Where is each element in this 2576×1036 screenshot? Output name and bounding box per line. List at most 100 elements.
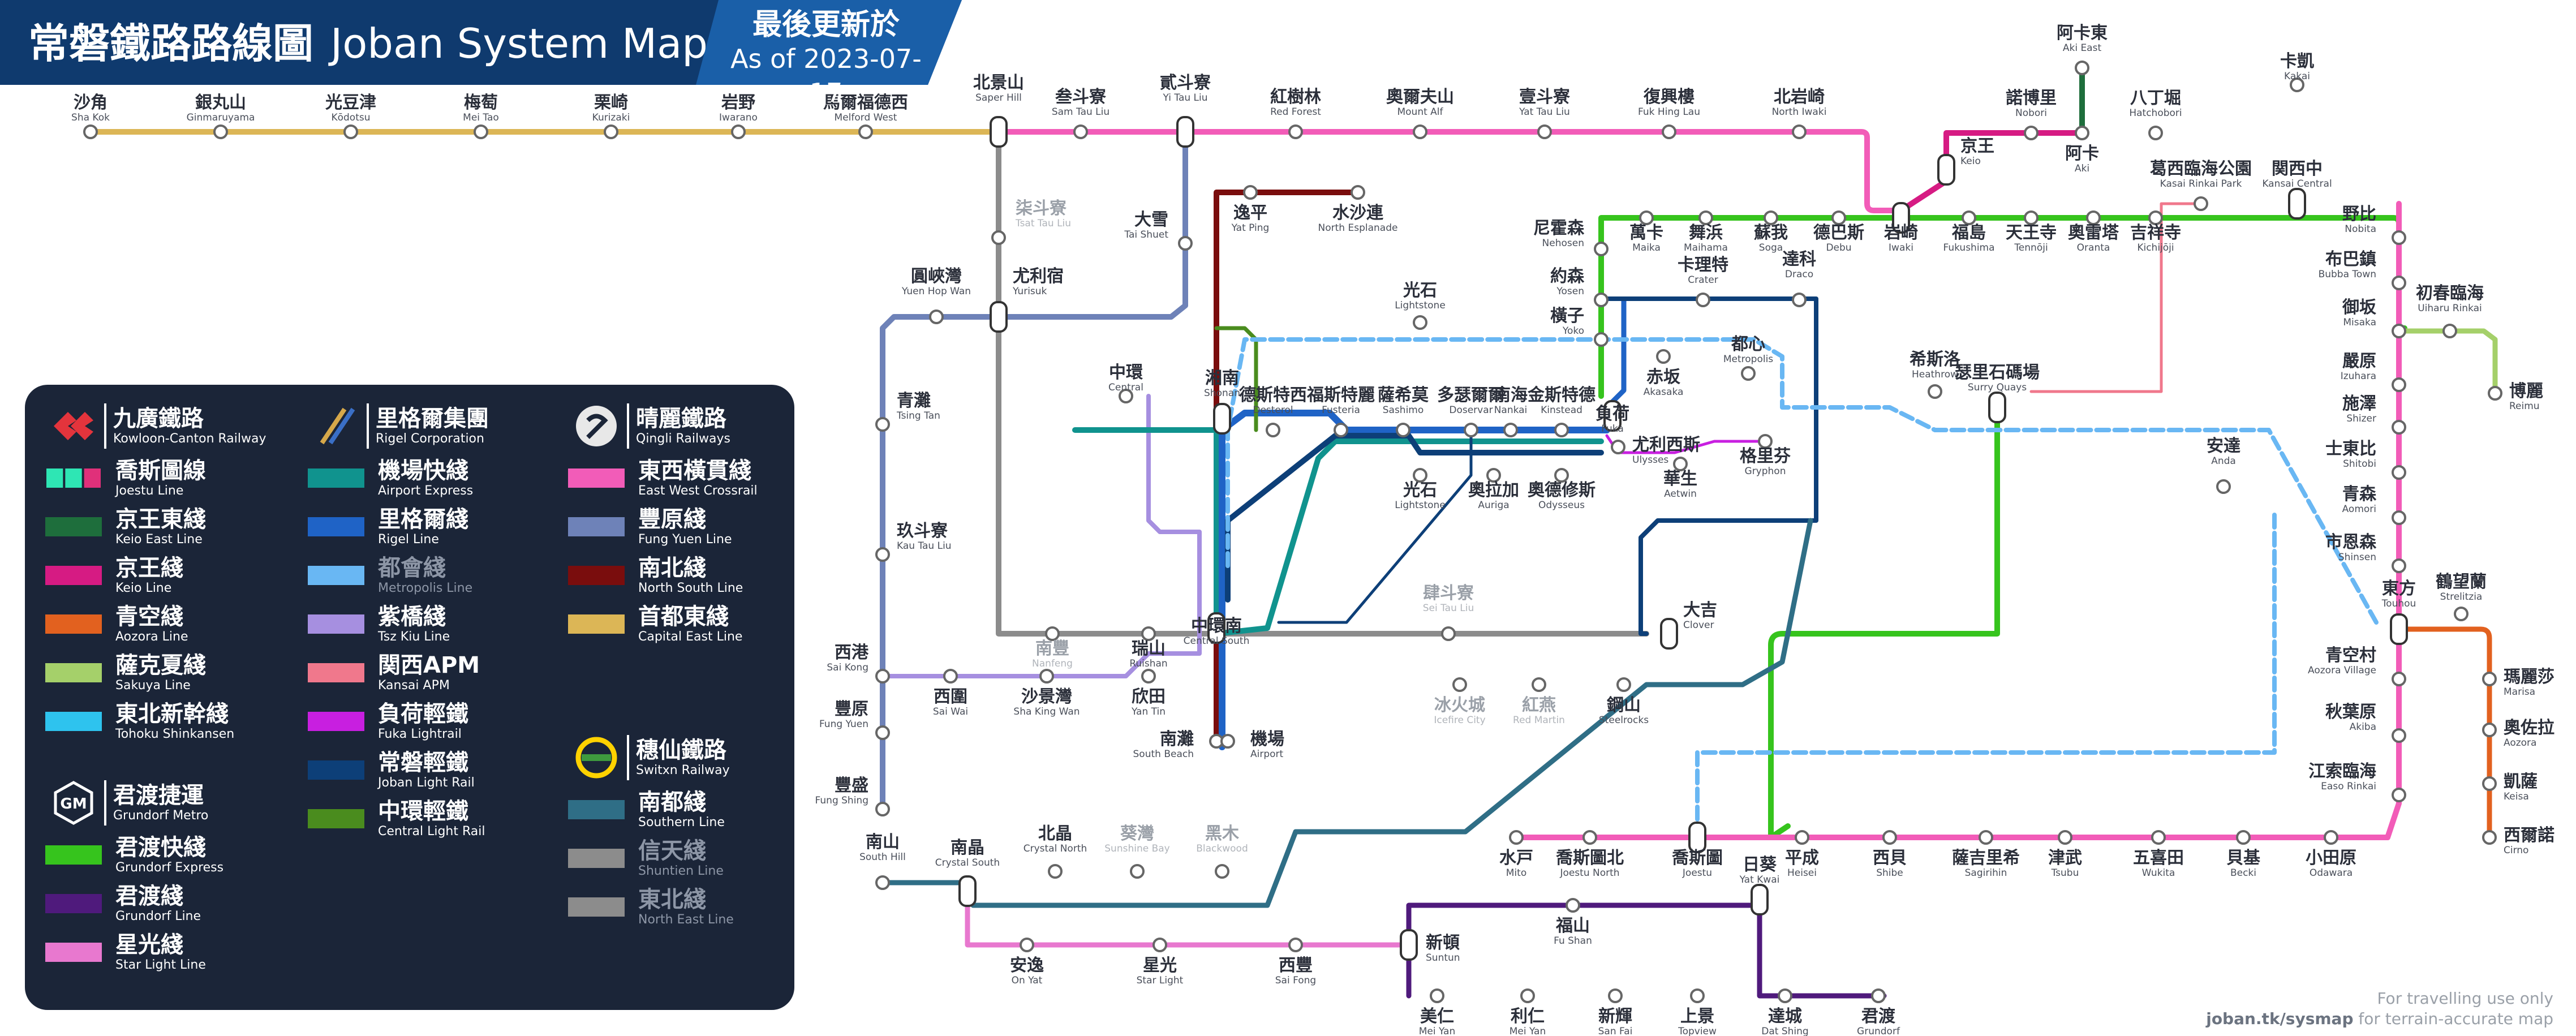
station-southhill[interactable]: 南山South Hill [859, 832, 906, 890]
station-mito[interactable]: 水戸Mito [1499, 830, 1533, 879]
station-easorinkai[interactable]: 江索臨海Easo Rinkai [2308, 762, 2406, 802]
station-wukita[interactable]: 五喜田Wukita [2133, 830, 2184, 879]
station-saikong[interactable]: 西港Sai Kong [827, 643, 890, 683]
station-saitauliu[interactable]: 肆斗寮Sei Tau Liu [1423, 583, 1474, 641]
station-crystalnorth[interactable]: 北晶Crystal North [1023, 824, 1087, 879]
station-keio[interactable]: 京王Keio [1937, 136, 1994, 186]
station-yuenhopwan[interactable]: 圓峽灣Yuen Hop Wan [901, 266, 971, 324]
station-yurisuk[interactable]: 尤利宿Yurisuk [990, 266, 1064, 333]
station-maihama[interactable]: 舞浜Maihama [1684, 210, 1728, 253]
station-shonan[interactable]: 湘南Shonan [1204, 368, 1240, 435]
station-kurizaki[interactable]: 栗崎Kurizaki [592, 93, 630, 139]
station-southbeach[interactable]: 南灘South Beach [1133, 729, 1224, 760]
station-fushan[interactable]: 福山Fu Shan [1554, 898, 1592, 947]
station-ruishan[interactable]: 瑞山Ruishan [1129, 626, 1168, 669]
station-oranta[interactable]: 奧雷塔Oranta [2068, 210, 2119, 253]
station-odawara[interactable]: 小田原Odawara [2306, 830, 2356, 879]
station-heathrow[interactable]: 希斯洛Heathrow [1910, 350, 1961, 399]
station-steelrocks[interactable]: 鋼山Steelrocks [1599, 677, 1649, 726]
station-shizer[interactable]: 施澤Shizer [2342, 394, 2406, 435]
station-yattauliu[interactable]: 壹斗寮Yat Tau Liu [1519, 87, 1571, 139]
station-marisa[interactable]: 瑪麗莎Marisa [2482, 667, 2555, 698]
station-bubbatown[interactable]: 布巴鎮Bubba Town [2319, 250, 2406, 290]
station-doservar[interactable]: 多瑟爾爾Doservar [1437, 385, 1505, 437]
station-fungyuen[interactable]: 豐原Fung Yuen [819, 699, 890, 740]
station-nehosen[interactable]: 尼霍森Nehosen [1533, 218, 1609, 256]
station-nankai[interactable]: 南海Nankai [1494, 385, 1528, 437]
station-blackwood[interactable]: 黑木Blackwood [1196, 824, 1248, 879]
station-heisei[interactable]: 平成Heisei [1785, 830, 1819, 879]
station-crystalsouth[interactable]: 南晶Crystal South [935, 838, 1000, 907]
station-kinstead[interactable]: 金斯特德Kinstead [1527, 385, 1596, 437]
station-metropolis[interactable]: 都心Metropolis [1723, 334, 1773, 381]
station-lightstone[interactable]: 光石Lightstone [1395, 281, 1446, 330]
station-yatkwai[interactable]: 日葵Yat Kwai [1739, 855, 1780, 915]
station-maika[interactable]: 萬卡Maika [1629, 210, 1663, 253]
station-auriga[interactable]: 奧拉加Auriga [1468, 468, 1519, 511]
station-shinsen[interactable]: 市恩森Shinsen [2325, 532, 2406, 573]
station-anda[interactable]: 安達Anda [2207, 436, 2240, 494]
station-airport[interactable]: 機場Airport [1220, 729, 1284, 760]
station-datshing[interactable]: 達城Dat Shing [1761, 988, 1809, 1036]
station-saiwai[interactable]: 西圍Sai Wai [933, 669, 968, 717]
station-samtauliu[interactable]: 叁斗寮Sam Tau Liu [1052, 87, 1109, 139]
station-touhou[interactable]: 東方Touhou [2381, 579, 2416, 645]
station-desterol[interactable]: 德斯特西Desterol [1239, 385, 1307, 437]
station-kichijoji[interactable]: 吉祥寺Kichijōji [2130, 210, 2181, 253]
station-redmartin[interactable]: 紅燕Red Martin [1513, 677, 1565, 726]
station-sagirihin[interactable]: 薩吉里希Sagirihin [1952, 830, 2020, 879]
station-taishuet[interactable]: 大雪Tai Shuet [1124, 210, 1193, 251]
station-iwarano[interactable]: 岩野Iwarano [719, 93, 758, 139]
station-aozoravillage[interactable]: 青空村Aozora Village [2308, 646, 2406, 686]
station-saifong[interactable]: 西豐Sai Fong [1275, 938, 1316, 986]
station-fukushima[interactable]: 福島Fukushima [1943, 210, 1995, 253]
station-kansaicentral[interactable]: 関西中Kansai Central [2262, 159, 2332, 220]
station-nobita[interactable]: 野比Nobita [2342, 204, 2406, 245]
station-keisa[interactable]: 凱薩Keisa [2482, 772, 2538, 802]
station-grundorf[interactable]: 君渡Grundorf [1857, 988, 1900, 1036]
station-joestunorth[interactable]: 喬斯圖北Joestu North [1556, 830, 1624, 879]
station-suntun[interactable]: 新頓Suntun [1400, 929, 1460, 964]
station-aki[interactable]: 阿卡Aki [2065, 126, 2099, 174]
station-becki[interactable]: 貝基Becki [2226, 830, 2260, 879]
station-tsattauliu[interactable]: 柒斗寮Tsat Tau Liu [991, 199, 1071, 245]
station-aozora[interactable]: 奧佐拉Aozora [2482, 718, 2555, 749]
station-melford[interactable]: 馬爾福德西Melford West [823, 93, 908, 139]
station-yantin[interactable]: 欣田Yan Tin [1131, 669, 1166, 717]
station-shibe[interactable]: 西貝Shibe [1873, 830, 1907, 879]
station-sanfai[interactable]: 新輝San Fai [1598, 988, 1633, 1036]
station-meiyan1[interactable]: 美仁Mei Yan [1419, 988, 1456, 1036]
station-sunshinebay[interactable]: 葵灣Sunshine Bay [1104, 824, 1170, 879]
station-nanfeng[interactable]: 南豐Nanfeng [1032, 626, 1073, 669]
station-icefire[interactable]: 冰火城Icefire City [1434, 677, 1486, 726]
station-yitauliu[interactable]: 貳斗寮Yi Tau Liu [1160, 73, 1211, 148]
station-fuka[interactable]: 負荷Fuka [1596, 400, 1629, 435]
station-meiyan2[interactable]: 利仁Mei Yan [1510, 988, 1546, 1036]
station-strelitzia[interactable]: 鶴望蘭Strelitzia [2436, 572, 2487, 621]
station-starlight[interactable]: 星光Star Light [1137, 938, 1184, 986]
station-redforest[interactable]: 紅樹林Red Forest [1270, 87, 1321, 139]
station-joestu[interactable]: 喬斯圖Joestu [1672, 822, 1723, 879]
station-topview[interactable]: 上景Topview [1678, 988, 1717, 1036]
station-debu[interactable]: 德巴斯Debu [1813, 210, 1864, 253]
station-tsingtan[interactable]: 青灘Tsing Tan [875, 391, 940, 432]
station-clover[interactable]: 大吉Clover [1660, 600, 1717, 650]
station-kodotsu[interactable]: 光豆津Kōdotsu [325, 93, 376, 139]
station-onyat[interactable]: 安逸On Yat [1010, 938, 1044, 986]
station-crater[interactable]: 卡理特Crater [1678, 255, 1728, 307]
station-tsubu[interactable]: 津武Tsubu [2048, 830, 2082, 879]
station-soga[interactable]: 蘇我Soga [1754, 210, 1788, 253]
station-saperhill[interactable]: 北景山Saper Hill [973, 73, 1024, 148]
station-izuhara[interactable]: 嚴原Izuhara [2341, 351, 2406, 392]
station-mountalf[interactable]: 奧爾夫山Mount Alf [1386, 87, 1454, 139]
station-aomori[interactable]: 青森Aomori [2342, 484, 2406, 525]
station-fukhinglau[interactable]: 復興樓Fuk Hing Lau [1638, 87, 1700, 139]
station-gryphon[interactable]: 格里芬Gryphon [1740, 434, 1791, 477]
station-hatchobori[interactable]: 八丁堀Hatchobori [2129, 88, 2182, 140]
station-odysseus[interactable]: 奧德修斯Odysseus [1528, 468, 1596, 511]
station-yoko[interactable]: 橫子Yoko [1550, 306, 1609, 347]
station-meitao[interactable]: 梅萄Mei Tao [463, 93, 499, 139]
station-cirno[interactable]: 西爾諾Cirno [2482, 826, 2555, 856]
station-shakok[interactable]: 沙角Sha Kok [71, 93, 110, 139]
station-kautauliu[interactable]: 玖斗寮Kau Tau Liu [875, 521, 952, 562]
